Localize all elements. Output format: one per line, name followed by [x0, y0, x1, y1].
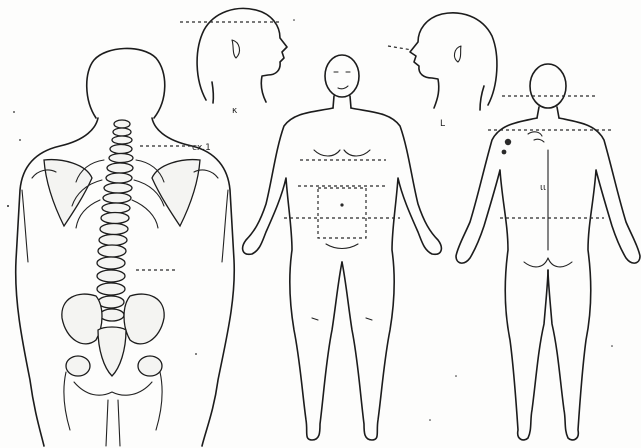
- back-body-view: ιι: [456, 64, 640, 440]
- head-profile-right: κ: [180, 8, 287, 116]
- back-skeletal-view: cx.1: [16, 48, 235, 446]
- scan-speckles: [7, 19, 613, 421]
- spine: [97, 120, 133, 321]
- cervical-note: cx.1: [192, 143, 211, 153]
- head-left-mark: L: [440, 119, 445, 129]
- front-body-view: [243, 55, 442, 440]
- head-profile-left: L: [388, 13, 497, 129]
- head-right-mark: κ: [232, 106, 238, 116]
- back-mark: ιι: [540, 183, 546, 193]
